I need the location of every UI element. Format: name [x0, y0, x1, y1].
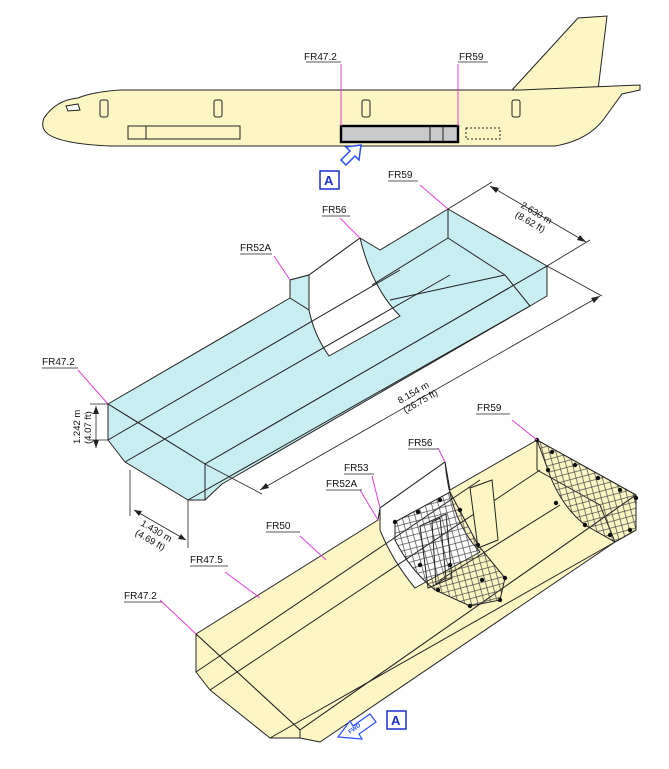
net-anchor-points — [392, 437, 639, 609]
view-ref-box-top — [319, 170, 340, 190]
door-3 — [361, 99, 371, 118]
forward-hold — [127, 125, 241, 140]
net-label-fr53: FR53 — [344, 463, 369, 474]
door-4 — [511, 99, 521, 118]
net-label-fr47-5: FR47.5 — [190, 555, 223, 566]
cockpit-window — [65, 103, 81, 112]
view-arrow-icon — [339, 144, 362, 167]
aft-hold-highlight — [339, 124, 460, 144]
hold-label-fr52a: FR52A — [240, 243, 271, 254]
net-label-fr47-2: FR47.2 — [124, 591, 157, 602]
door-1 — [99, 99, 109, 118]
net-label-fr50: FR50 — [266, 521, 291, 532]
net-label-fr52a: FR52A — [326, 479, 357, 490]
dim-height-m: 1.242 m — [72, 410, 83, 444]
door-2 — [213, 99, 223, 118]
net-label-fr56: FR56 — [408, 438, 433, 449]
fwd-arrow-icon: FWD — [336, 713, 377, 740]
view-ref-box-bottom — [386, 710, 407, 730]
view-ref-top: A — [324, 173, 334, 188]
hold-label-fr56: FR56 — [322, 205, 347, 216]
view-ref-bottom: A — [391, 713, 401, 728]
hold-label-fr47-2: FR47.2 — [42, 357, 75, 368]
aircraft-label-fr47-2: FR47.2 — [304, 52, 337, 63]
hold-label-fr59: FR59 — [388, 170, 413, 181]
vertical-stabilizer — [510, 15, 608, 91]
cargo-net-aft — [536, 438, 637, 543]
cargo-hold-volume — [107, 208, 548, 501]
aircraft-label-fr59: FR59 — [459, 52, 484, 63]
dim-height-ft: (4.07 ft) — [83, 411, 94, 444]
partition-frames — [419, 479, 499, 589]
net-label-fr59: FR59 — [477, 403, 502, 414]
bulk-hold — [465, 127, 501, 140]
